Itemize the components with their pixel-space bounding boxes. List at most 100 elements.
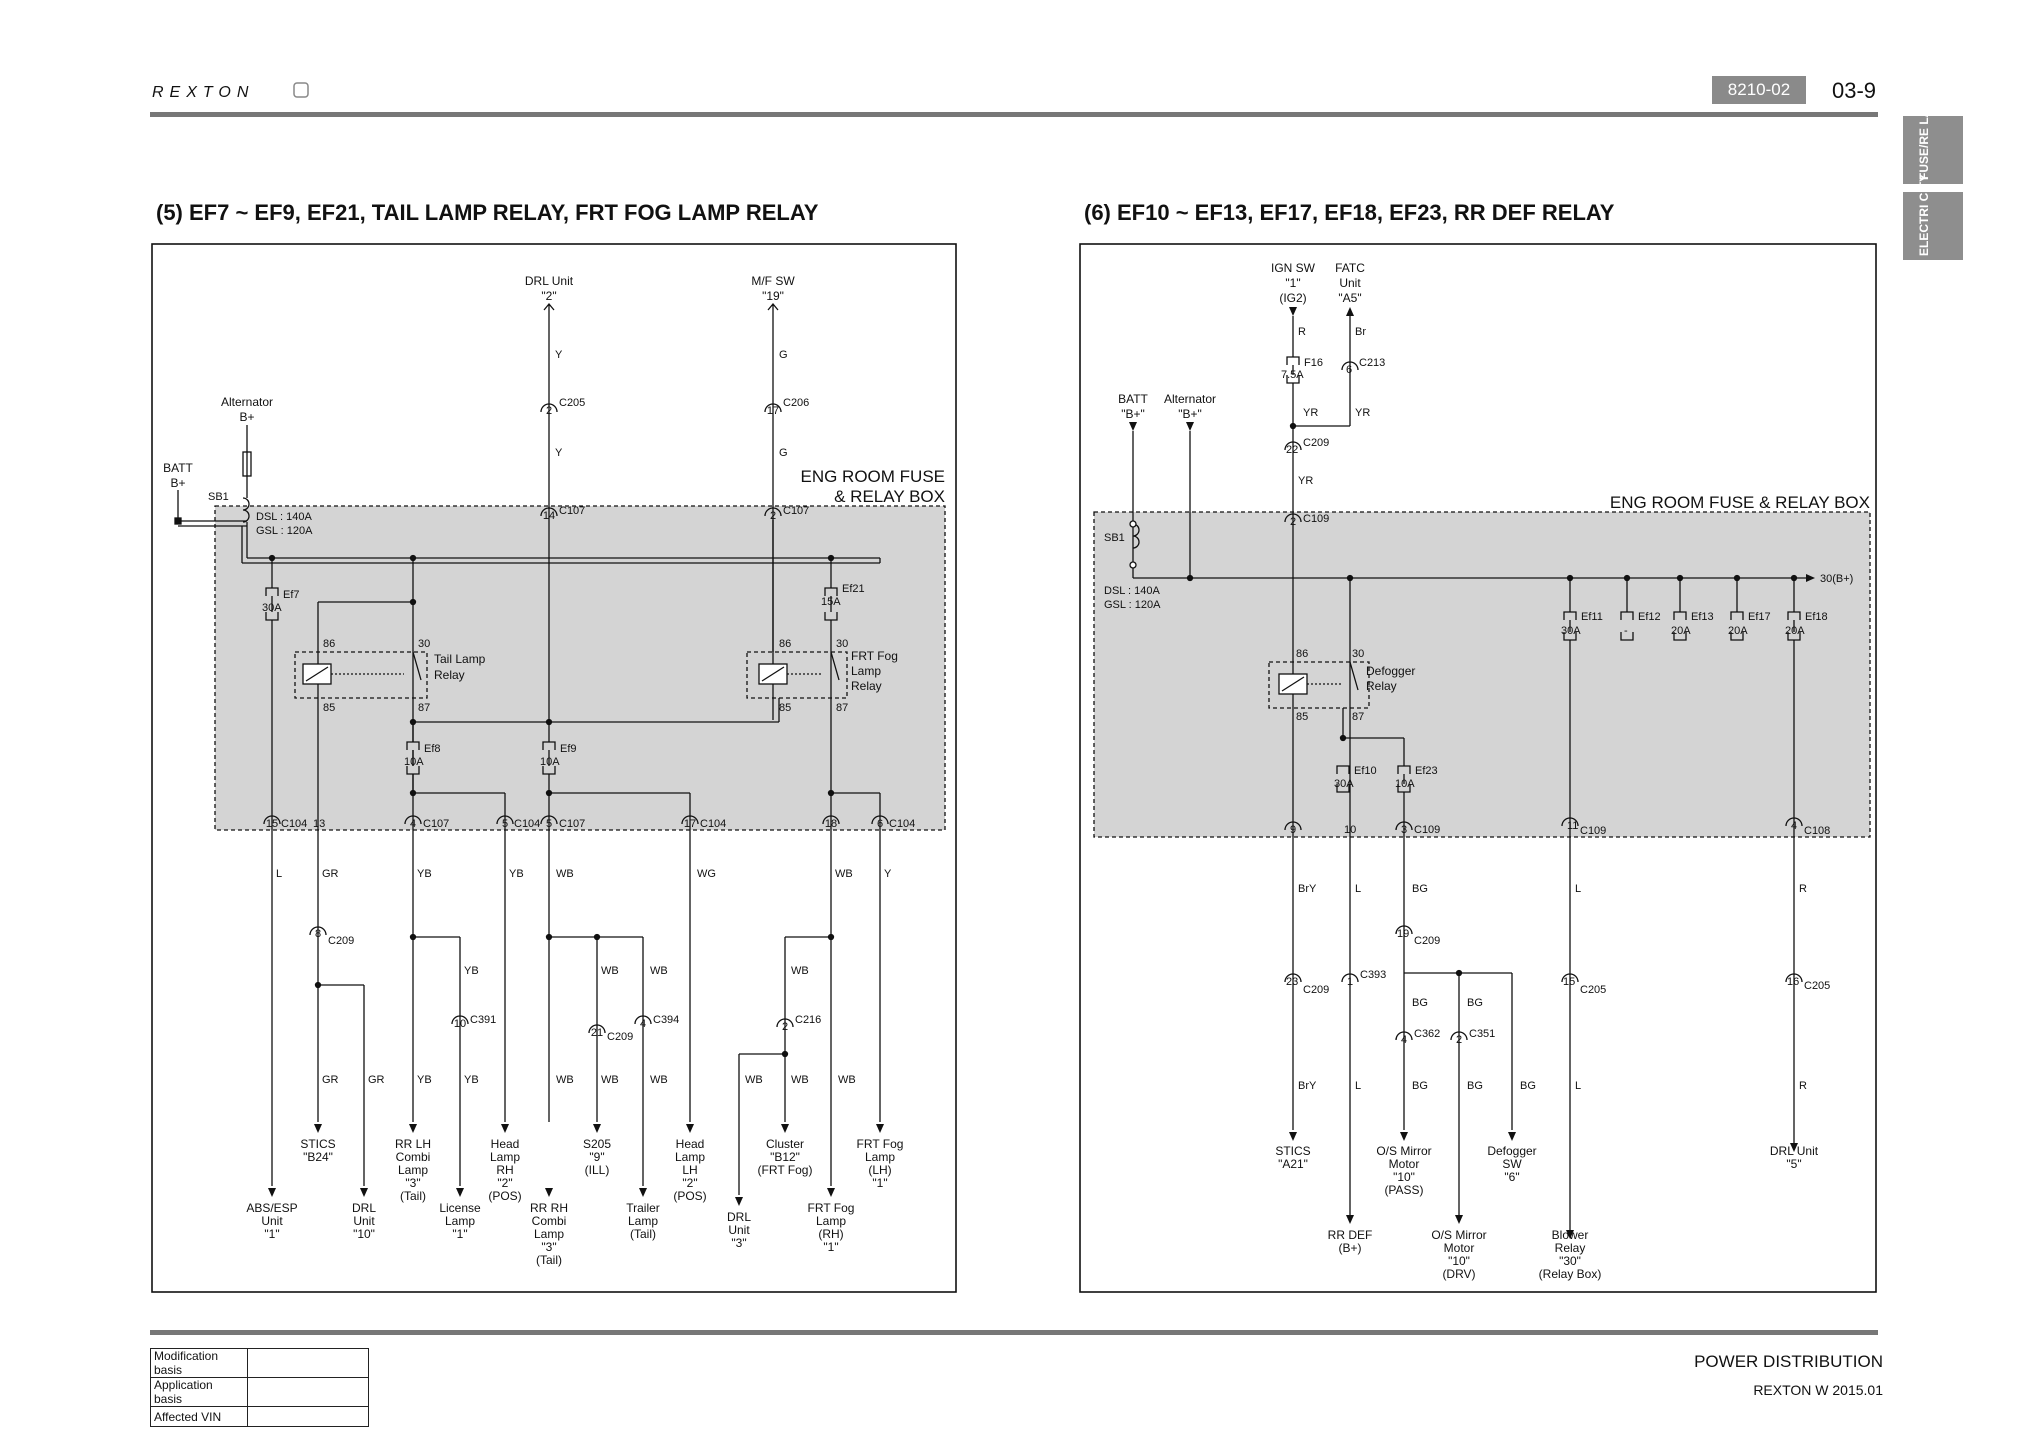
wire-color: YB bbox=[509, 868, 524, 880]
connector-label: C205 bbox=[1804, 980, 1830, 992]
dest-label: S205 bbox=[583, 1137, 611, 1151]
connector-icon bbox=[1284, 441, 1302, 451]
arrow-down-icon bbox=[781, 1124, 789, 1133]
connector-label: C213 bbox=[1359, 357, 1385, 369]
pin-number: 5 bbox=[502, 818, 508, 830]
fuse-rating: 10A bbox=[540, 756, 560, 768]
dest-label: O/S Mirror bbox=[1376, 1144, 1431, 1158]
fuse-rating: - bbox=[1624, 625, 1628, 637]
bus-label: 30(B+) bbox=[1820, 573, 1853, 585]
fuse-label: Ef23 bbox=[1415, 765, 1438, 777]
arrow-up-icon bbox=[1346, 307, 1354, 316]
tab-fuse-relay[interactable]: FUSE/RE LAY bbox=[1903, 102, 1963, 184]
tab-electricity[interactable]: ELECTRI CITY bbox=[1903, 174, 1963, 260]
pin-number: 17 bbox=[684, 818, 696, 830]
fuse-rating: 10A bbox=[1395, 778, 1415, 790]
connector-icon bbox=[404, 815, 422, 825]
pin-number: 2 bbox=[770, 510, 776, 522]
connector-label: C104 bbox=[281, 818, 307, 830]
dest-label: O/S Mirror bbox=[1431, 1228, 1486, 1242]
arrow-down-icon bbox=[639, 1188, 647, 1197]
dest-label: "10" bbox=[353, 1227, 375, 1241]
src-fatc-sub: Unit bbox=[1339, 276, 1361, 290]
relay-name: Defogger bbox=[1366, 664, 1415, 678]
fuse-icon bbox=[242, 497, 250, 523]
brand-emblem-icon bbox=[293, 82, 309, 98]
pin-number: 15 bbox=[266, 818, 278, 830]
eng-room-box-right bbox=[1093, 511, 1871, 838]
connector-label: C209 bbox=[1414, 935, 1440, 947]
pin-number: 16 bbox=[1787, 976, 1799, 988]
connector-icon bbox=[588, 1024, 606, 1034]
wire-color: BG bbox=[1467, 1080, 1483, 1092]
connector-label: C109 bbox=[1580, 825, 1606, 837]
junction bbox=[1733, 574, 1741, 582]
dest-label: "3" bbox=[405, 1176, 420, 1190]
src-batt-pin: B+ bbox=[170, 476, 185, 490]
pin-number: 8 bbox=[315, 928, 321, 940]
arrow-icon bbox=[767, 302, 779, 318]
fuse-icon bbox=[542, 741, 556, 775]
arrow-down-icon bbox=[876, 1124, 884, 1133]
dest-label: "B12" bbox=[770, 1150, 800, 1164]
dest-label: (B+) bbox=[1338, 1241, 1361, 1255]
pin-number: 21 bbox=[591, 1027, 603, 1039]
dest-label: (Tail) bbox=[400, 1189, 426, 1203]
dest-label: "2" bbox=[497, 1176, 512, 1190]
fuse-rating: 30A bbox=[262, 602, 282, 614]
dest-label: (Relay Box) bbox=[1539, 1267, 1602, 1281]
connector-icon bbox=[1341, 973, 1359, 983]
wire-color: BG bbox=[1467, 997, 1483, 1009]
arrow-down-icon bbox=[314, 1124, 322, 1133]
wire-color: WB bbox=[791, 965, 809, 977]
wire-color: YB bbox=[464, 1074, 479, 1086]
relay-name: Lamp bbox=[851, 664, 881, 678]
junction bbox=[314, 981, 322, 989]
table-row: Modification basis bbox=[150, 1348, 369, 1378]
dest-label: RR LH bbox=[395, 1137, 431, 1151]
connector-label: C209 bbox=[328, 935, 354, 947]
wire-color: G bbox=[779, 447, 788, 459]
pin-label: 30 bbox=[836, 638, 848, 650]
dest-label: SW bbox=[1502, 1157, 1522, 1171]
src-alt-pin: "B+" bbox=[1178, 407, 1202, 421]
pin-label: 86 bbox=[1296, 648, 1308, 660]
wire-color: BG bbox=[1412, 883, 1428, 895]
wire-color: WB bbox=[601, 965, 619, 977]
src-ign-pin: "1" bbox=[1285, 276, 1300, 290]
wire-color: R bbox=[1799, 1080, 1807, 1092]
pin-number: 3 bbox=[1401, 824, 1407, 836]
junction bbox=[1346, 574, 1354, 582]
relay-switch-icon bbox=[1349, 661, 1359, 691]
arrow-down-icon bbox=[1455, 1215, 1463, 1224]
connector-label: C104 bbox=[889, 818, 915, 830]
pin-label: 87 bbox=[418, 702, 430, 714]
connector-label: C104 bbox=[700, 818, 726, 830]
dest-label: DRL bbox=[352, 1201, 376, 1215]
junction bbox=[545, 933, 553, 941]
arrow-down-icon bbox=[593, 1124, 601, 1133]
relay-name: Relay bbox=[1366, 679, 1397, 693]
src-ign-sub: (IG2) bbox=[1279, 291, 1306, 305]
connector-label: C209 bbox=[1303, 984, 1329, 996]
arrow-down-icon bbox=[1289, 1132, 1297, 1141]
dest-label: (Tail) bbox=[536, 1253, 562, 1267]
fuse-rating: 30A bbox=[1334, 778, 1354, 790]
src-batt-name: BATT bbox=[163, 461, 193, 475]
dest-label: Unit bbox=[728, 1223, 750, 1237]
fuse-rating: 20A bbox=[1785, 625, 1805, 637]
dest-label: (ILL) bbox=[585, 1163, 610, 1177]
connector-icon bbox=[764, 507, 782, 517]
arrow-right-icon bbox=[1806, 574, 1815, 582]
fuse-icon bbox=[1397, 765, 1411, 793]
brand-logo: REXTON bbox=[152, 84, 254, 101]
destination-labels-left-row2: ABS/ESP Unit "1" DRL Unit "10" License L… bbox=[246, 1201, 854, 1267]
connector-label: C109 bbox=[1414, 824, 1440, 836]
wire-color: YR bbox=[1355, 407, 1370, 419]
connector-icon bbox=[309, 926, 327, 936]
dest-label: Trailer bbox=[626, 1201, 660, 1215]
connector-icon bbox=[871, 815, 889, 825]
arrow-down-icon bbox=[1346, 1215, 1354, 1224]
pin-number: 22 bbox=[1286, 444, 1298, 456]
